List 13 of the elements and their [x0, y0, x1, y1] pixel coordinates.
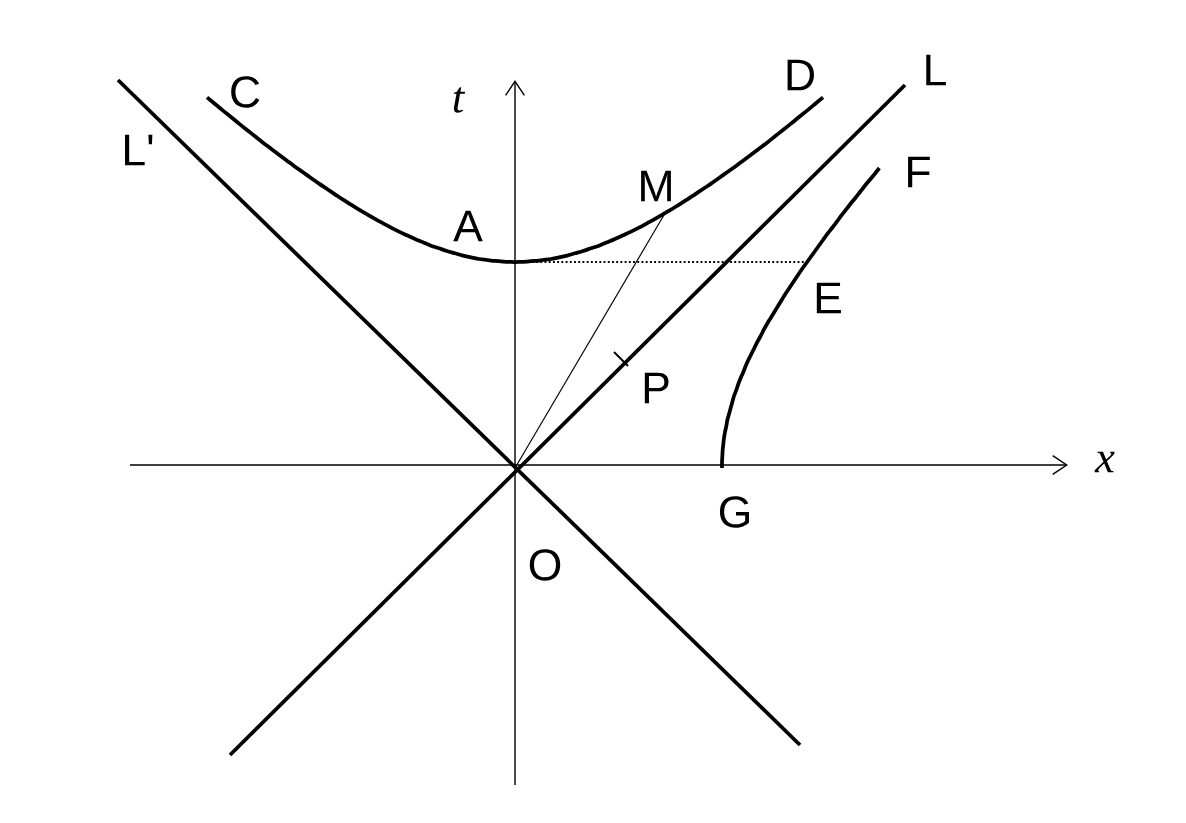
curve-label: D — [787, 59, 814, 91]
point-label: M — [641, 170, 671, 202]
line-label: L' — [125, 134, 153, 166]
axis-label: t — [453, 87, 466, 113]
point-label: P — [644, 372, 669, 404]
point-label: A — [453, 210, 483, 242]
point-label: E — [816, 282, 841, 314]
curve-label: C — [231, 76, 260, 108]
point-label: G — [719, 496, 749, 528]
curve-label: F — [908, 156, 930, 188]
line-label: L — [926, 54, 946, 86]
axis-label: x — [1094, 451, 1115, 473]
point-label: O — [529, 549, 561, 581]
